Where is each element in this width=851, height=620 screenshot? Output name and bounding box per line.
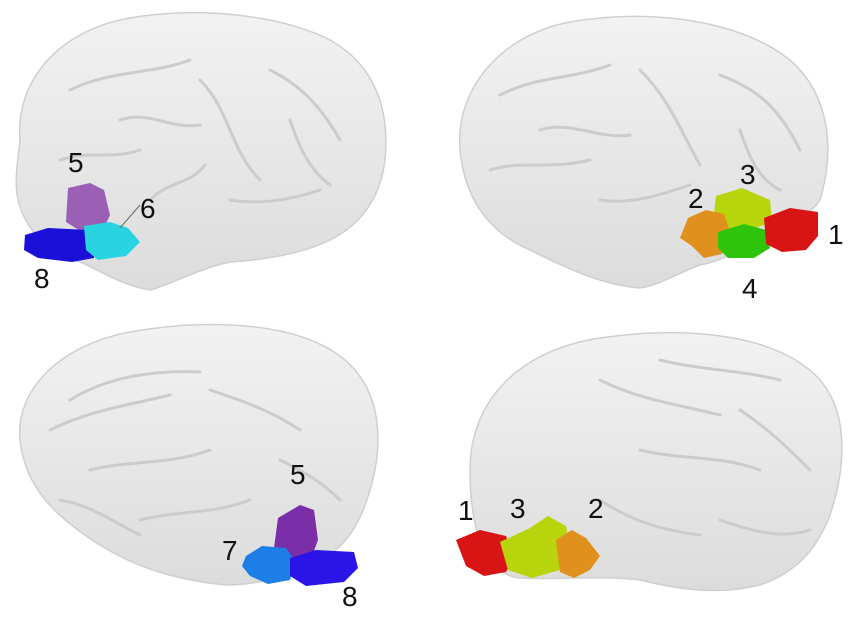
region-7 bbox=[242, 546, 296, 584]
region-3 bbox=[714, 188, 772, 230]
panel-top-left: 5 6 8 bbox=[15, 12, 387, 294]
region-3 bbox=[500, 516, 570, 578]
region-4 bbox=[718, 224, 770, 258]
region-5 bbox=[274, 505, 318, 560]
label-3: 3 bbox=[740, 159, 756, 190]
region-8 bbox=[290, 550, 358, 586]
label-4: 4 bbox=[742, 273, 758, 304]
label-8: 8 bbox=[34, 263, 50, 294]
label-3: 3 bbox=[510, 493, 526, 524]
label-1: 1 bbox=[828, 219, 844, 250]
region-1 bbox=[456, 530, 514, 576]
panel-top-right: 1 2 3 4 bbox=[458, 15, 844, 304]
region-8 bbox=[24, 228, 96, 262]
sulci-top-right bbox=[488, 63, 802, 203]
leader-line-6 bbox=[119, 204, 141, 229]
sulci-bottom-right bbox=[598, 358, 812, 537]
panel-bottom-left: 5 7 8 bbox=[18, 323, 379, 612]
label-7: 7 bbox=[222, 535, 238, 566]
label-1: 1 bbox=[458, 495, 474, 526]
label-5: 5 bbox=[68, 147, 84, 178]
sulci-bottom-left bbox=[48, 370, 342, 537]
label-2: 2 bbox=[688, 183, 704, 214]
sulci-top-left bbox=[58, 58, 342, 204]
panel-bottom-right: 1 3 2 bbox=[456, 332, 843, 592]
region-6 bbox=[84, 222, 140, 260]
label-2: 2 bbox=[588, 493, 604, 524]
label-6: 6 bbox=[140, 193, 156, 224]
region-1 bbox=[764, 208, 818, 252]
region-2 bbox=[680, 210, 730, 258]
region-2 bbox=[556, 530, 600, 578]
label-8: 8 bbox=[342, 581, 358, 612]
label-5: 5 bbox=[290, 459, 306, 490]
region-5 bbox=[66, 183, 110, 232]
